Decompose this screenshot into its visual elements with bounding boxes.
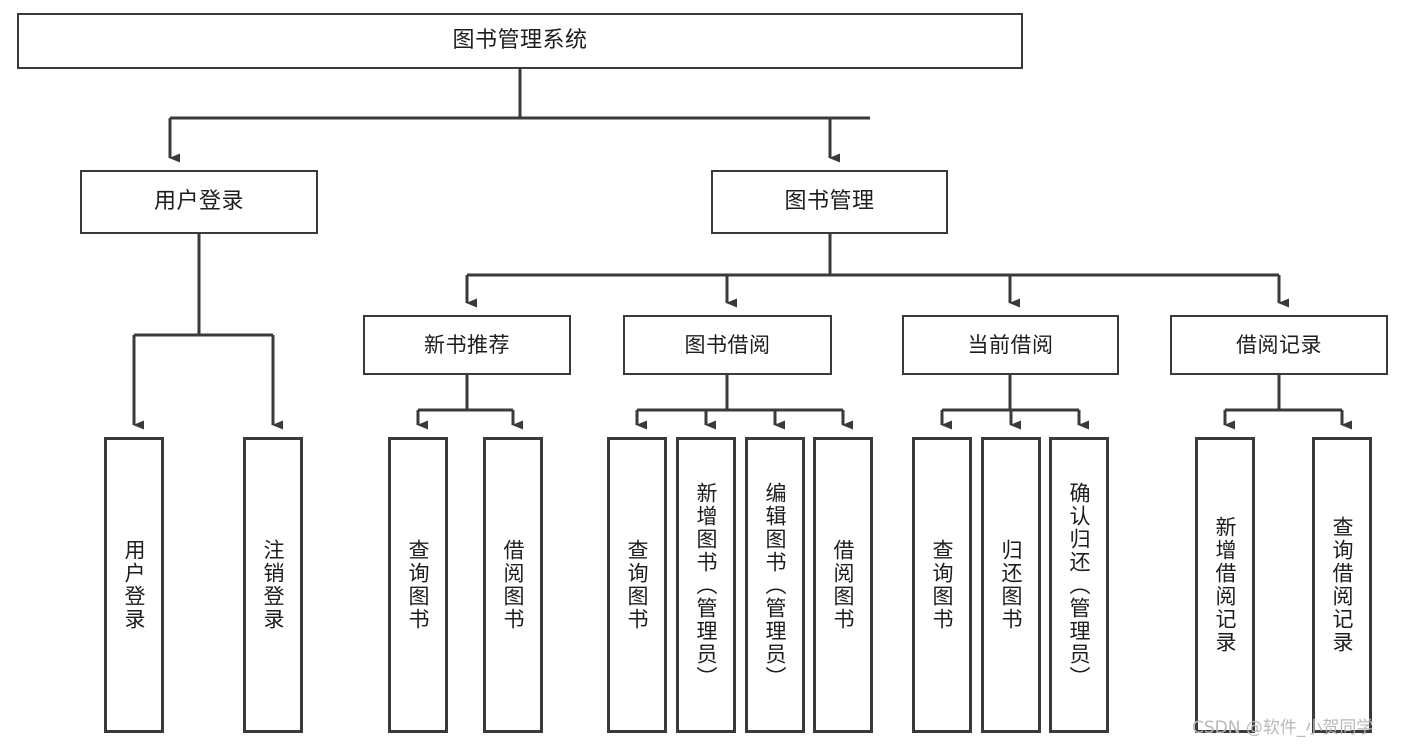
node-label: 注销登录 [261,539,286,631]
leaf-node[interactable]: 查询借阅记录 [1312,437,1372,733]
node-label: 编辑图书（管理员） [763,481,788,689]
node-label: 借阅图书 [501,539,526,631]
node-label: 借阅图书 [831,539,856,631]
node-label: 归还图书 [999,539,1024,631]
node-label: 新增图书（管理员） [694,481,719,689]
node-label: 图书管理系统 [452,28,588,54]
node-label: 新书推荐 [424,332,510,357]
node-book-management[interactable]: 图书管理 [711,170,948,234]
node-label: 借阅记录 [1236,332,1322,357]
leaf-node[interactable]: 查询图书 [388,437,448,733]
watermark-text: CSDN @软件_小贺同学 [1192,718,1374,738]
leaf-node[interactable]: 查询图书 [607,437,667,733]
leaf-node[interactable]: 借阅图书 [483,437,543,733]
node-current-borrow[interactable]: 当前借阅 [902,315,1119,375]
leaf-node[interactable]: 归还图书 [981,437,1041,733]
node-user-login[interactable]: 用户登录 [80,170,318,234]
leaf-node[interactable]: 借阅图书 [813,437,873,733]
node-label: 查询图书 [406,539,431,631]
node-label: 查询借阅记录 [1330,516,1355,654]
node-book-borrow[interactable]: 图书借阅 [623,315,832,375]
leaf-node[interactable]: 新增图书（管理员） [676,437,736,733]
node-label: 新增借阅记录 [1213,516,1238,654]
leaf-node[interactable]: 新增借阅记录 [1195,437,1255,733]
node-label: 当前借阅 [967,332,1054,357]
node-label: 查询图书 [930,539,955,631]
leaf-node[interactable]: 编辑图书（管理员） [745,437,805,733]
node-root-system[interactable]: 图书管理系统 [17,13,1023,69]
leaf-node[interactable]: 用户登录 [104,437,164,733]
leaf-node[interactable]: 查询图书 [912,437,972,733]
leaf-node[interactable]: 注销登录 [243,437,303,733]
node-new-book-recommend[interactable]: 新书推荐 [363,315,571,375]
node-label: 图书管理 [784,189,875,215]
leaf-node[interactable]: 确认归还（管理员） [1049,437,1109,733]
node-label: 用户登录 [122,539,147,631]
node-label: 用户登录 [153,189,244,215]
node-label: 查询图书 [625,539,650,631]
node-borrow-records[interactable]: 借阅记录 [1170,315,1388,375]
node-label: 确认归还（管理员） [1067,481,1092,689]
node-label: 图书借阅 [684,332,771,357]
